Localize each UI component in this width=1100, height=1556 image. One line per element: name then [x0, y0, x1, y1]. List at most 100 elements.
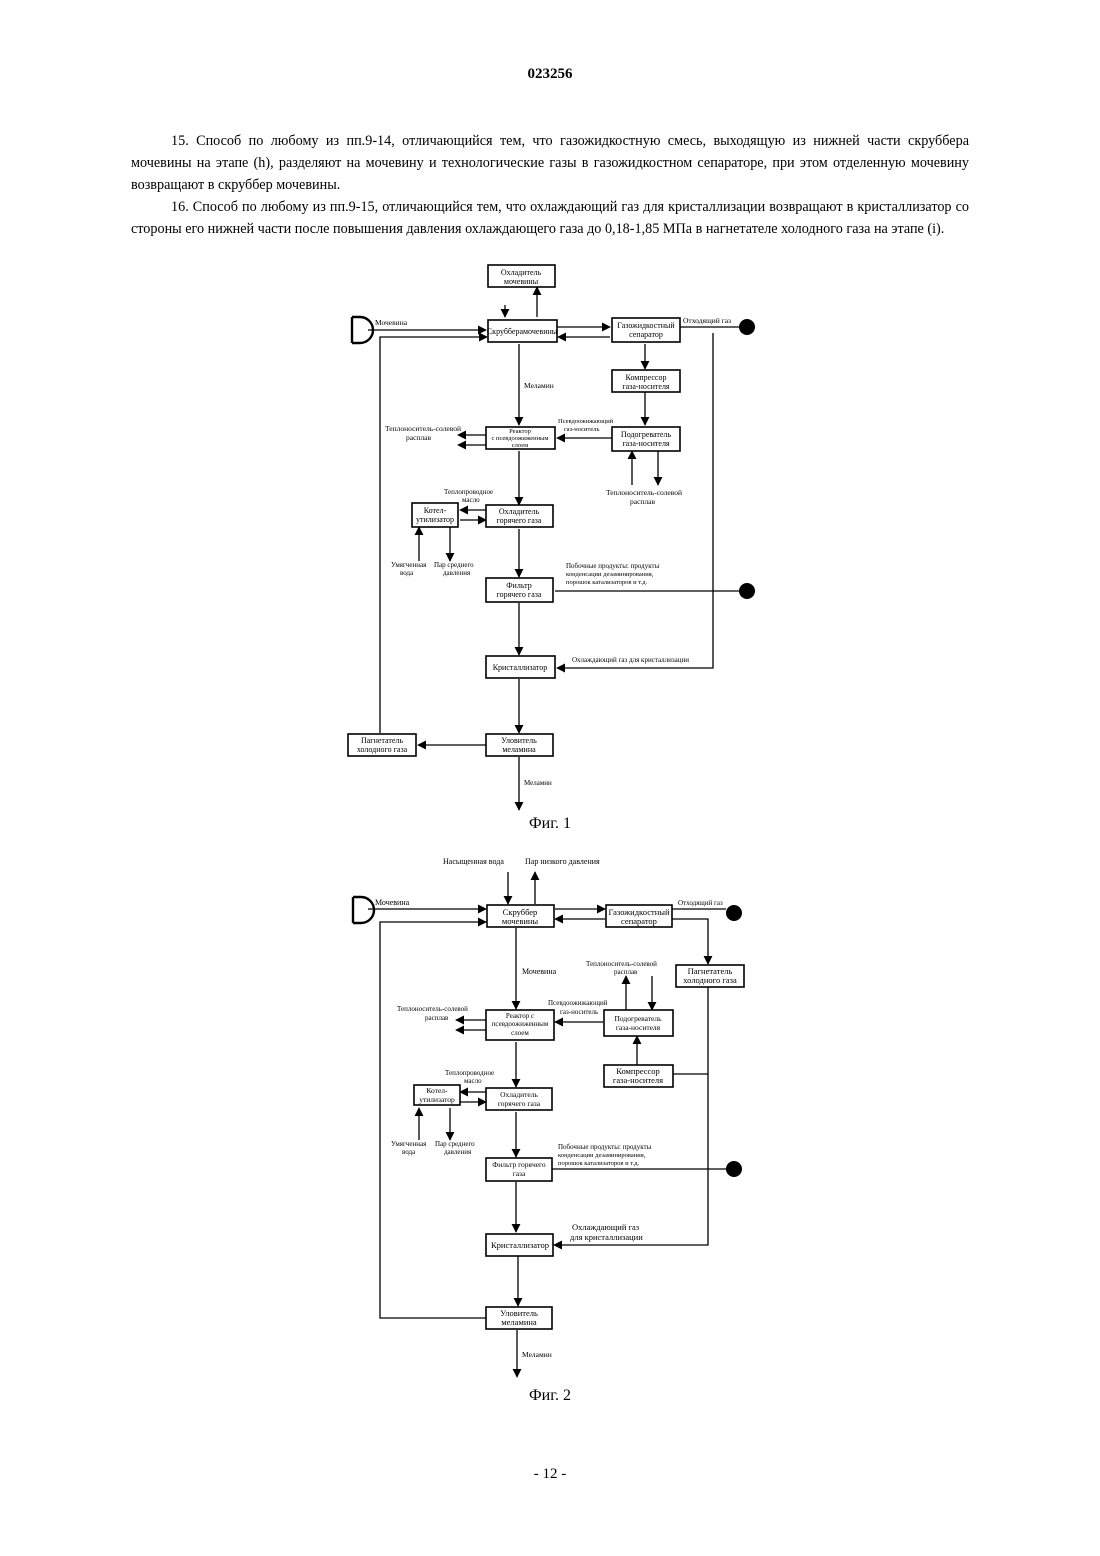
- figure-2-caption: Фиг. 2: [0, 1387, 1100, 1405]
- hot-gas-filter-line1: Фильтр: [506, 581, 532, 590]
- svg-text:Псевдоожижающий: Псевдоожижающий: [548, 999, 608, 1007]
- svg-text:Побочные продукты: продукты: Побочные продукты: продукты: [558, 1143, 652, 1151]
- hot-gas-cooler-line1: Охладитель: [499, 507, 540, 516]
- claim-16: 16. Способ по любому из пп.9-15, отличаю…: [131, 196, 969, 240]
- low-pressure-steam-label: Пар низкого давления: [525, 857, 600, 866]
- figure-1-caption: Фиг. 1: [0, 815, 1100, 833]
- boiler-line1: Котел-: [424, 506, 447, 515]
- reactor-line1: Реактор с: [506, 1012, 534, 1020]
- melamine-out-label: Меламин: [522, 1350, 552, 1359]
- heater-line1: Подогреватель: [621, 430, 672, 439]
- svg-text:давления: давления: [444, 1148, 472, 1156]
- salt-melt-top-line1: Теплоноситель-солевой: [586, 960, 657, 968]
- hot-gas-filter-line2: горячего газа: [497, 590, 542, 599]
- hot-gas-filter-line1: Фильтр горячего: [492, 1160, 546, 1169]
- reactor-line2: с псевдоожиженным: [491, 435, 548, 442]
- mp-steam-line1: Пар среднего: [434, 561, 474, 569]
- svg-text:Умягченная: Умягченная: [391, 1140, 427, 1148]
- svg-text:горячего газа: горячего газа: [498, 1099, 541, 1108]
- byproducts-line3: порошок катализаторов и т.д.: [558, 1160, 639, 1167]
- svg-text:газ-носитель: газ-носитель: [560, 1008, 598, 1016]
- hot-gas-filter-line2: газа: [513, 1169, 526, 1178]
- cooling-gas-line1: Охлаждающий газ: [572, 1222, 640, 1232]
- separator-line2: сепаратор: [621, 916, 657, 926]
- svg-text:Уловитель: Уловитель: [501, 736, 537, 745]
- svg-text:вода: вода: [400, 569, 414, 577]
- svg-text:расплав: расплав: [425, 1014, 449, 1022]
- hot-gas-cooler-line2: горячего газа: [498, 1099, 541, 1108]
- svg-text:Охладитель: Охладитель: [500, 1090, 538, 1099]
- svg-text:сепаратор: сепаратор: [621, 916, 657, 926]
- svg-text:Газожидкостный: Газожидкостный: [617, 321, 675, 330]
- softened-water-line2: вода: [400, 569, 414, 577]
- svg-text:Пар среднего: Пар среднего: [434, 561, 474, 569]
- reactor-line3: слоем: [512, 442, 528, 449]
- blower-line2: холодного газа: [683, 975, 737, 985]
- compressor-line1: Компрессор: [626, 373, 667, 382]
- svg-text:Побочные продукты: продукты: Побочные продукты: продукты: [566, 562, 660, 570]
- svg-text:Теплоноситель-солевой: Теплоноситель-солевой: [586, 960, 657, 968]
- figure-2: Скруббер мочевины Газожидкостный сепарат…: [0, 852, 1100, 1412]
- heat-oil-line2: масло: [464, 1077, 482, 1085]
- svg-text:утилизатор: утилизатор: [419, 1095, 455, 1104]
- heater-line2: газа-носителя: [622, 439, 670, 448]
- svg-text:газа: газа: [513, 1169, 526, 1178]
- fluidizing-gas-line1: Псевдоожижающий: [558, 418, 614, 425]
- svg-text:конденсации дезаминирования,: конденсации дезаминирования,: [558, 1152, 646, 1159]
- softened-water-line2: вода: [402, 1148, 416, 1156]
- svg-text:утилизатор: утилизатор: [416, 515, 454, 524]
- figure-2-diagram: Скруббер мочевины Газожидкостный сепарат…: [0, 852, 1100, 1382]
- fluidizing-gas-line2: газ-носитель: [564, 426, 600, 433]
- svg-text:холодного газа: холодного газа: [357, 745, 408, 754]
- heat-oil-line1: Теплопроводное: [444, 488, 493, 496]
- svg-text:газа-носителя: газа-носителя: [616, 1023, 661, 1032]
- boiler-line1: Котел-: [426, 1086, 448, 1095]
- claim-15: 15. Способ по любому из пп.9-14, отличаю…: [131, 130, 969, 196]
- salt-melt-right-line2: расплав: [630, 497, 655, 506]
- catcher-line2: меламина: [502, 745, 536, 754]
- hot-gas-cooler-line1: Охладитель: [500, 1090, 538, 1099]
- salt-melt-left-line1: Теплоноситель-солевой: [385, 424, 461, 433]
- svg-text:для кристаллизации: для кристаллизации: [570, 1232, 643, 1242]
- svg-text:псевдоожиженным: псевдоожиженным: [492, 1020, 549, 1028]
- crystallizer-label: Кристаллизатор: [493, 663, 548, 672]
- svg-text:горячего газа: горячего газа: [497, 590, 542, 599]
- byproducts-line3: порошок катализаторов и т.д.: [566, 579, 647, 586]
- fluidizing-gas-line1: Псевдоожижающий: [548, 999, 608, 1007]
- svg-text:Теплоноситель-солевой: Теплоноситель-солевой: [385, 424, 461, 433]
- svg-text:масло: масло: [464, 1077, 482, 1085]
- svg-text:Кристаллизатор: Кристаллизатор: [493, 663, 548, 672]
- mp-steam-line2: давления: [443, 569, 471, 577]
- svg-text:расплав: расплав: [406, 433, 431, 442]
- hot-gas-cooler-line2: горячего газа: [497, 516, 542, 525]
- cooling-gas-label: Охлаждающий газ для кристаллизации: [572, 656, 689, 664]
- salt-melt-right-line1: Теплоноситель-солевой: [606, 488, 682, 497]
- svg-text:Реактор с: Реактор с: [506, 1012, 534, 1020]
- svg-text:газа-носителя: газа-носителя: [613, 1075, 663, 1085]
- svg-text:сепаратор: сепаратор: [629, 330, 663, 339]
- crystallizer-label: Кристаллизатор: [491, 1240, 549, 1250]
- byproduct-terminal-icon: [739, 583, 755, 599]
- urea-cooler-line2: мочевины: [504, 277, 539, 286]
- svg-text:газа-носителя: газа-носителя: [622, 439, 670, 448]
- svg-text:меламина: меламина: [501, 1317, 537, 1327]
- svg-text:Фильтр: Фильтр: [506, 581, 532, 590]
- svg-text:Кристаллизатор: Кристаллизатор: [491, 1240, 549, 1250]
- byproducts-line2: конденсации дезаминирования,: [566, 571, 654, 578]
- heat-oil-line2: масло: [462, 496, 480, 504]
- figure-1-diagram: Охладитель мочевины Скрубберамочевины Га…: [0, 255, 1100, 815]
- urea-in-label: Мочевина: [375, 318, 408, 327]
- byproducts-line1: Побочные продукты: продукты: [558, 1143, 652, 1151]
- svg-text:Скрубберамочевины: Скрубберамочевины: [487, 327, 558, 336]
- mp-steam-line1: Пар среднего: [435, 1140, 475, 1148]
- svg-text:Теплопроводное: Теплопроводное: [445, 1069, 494, 1077]
- reactor-line1: Реактор: [509, 428, 531, 435]
- svg-text:Теплоноситель-солевой: Теплоноситель-солевой: [606, 488, 682, 497]
- svg-text:давления: давления: [443, 569, 471, 577]
- softened-water-line1: Умягченная: [391, 1140, 427, 1148]
- svg-text:масло: масло: [462, 496, 480, 504]
- figure-1: Охладитель мочевины Скрубберамочевины Га…: [0, 255, 1100, 845]
- urea-flow-label: Мочевина: [522, 967, 557, 976]
- svg-text:Умягченная: Умягченная: [391, 561, 427, 569]
- svg-text:Компрессор: Компрессор: [626, 373, 667, 382]
